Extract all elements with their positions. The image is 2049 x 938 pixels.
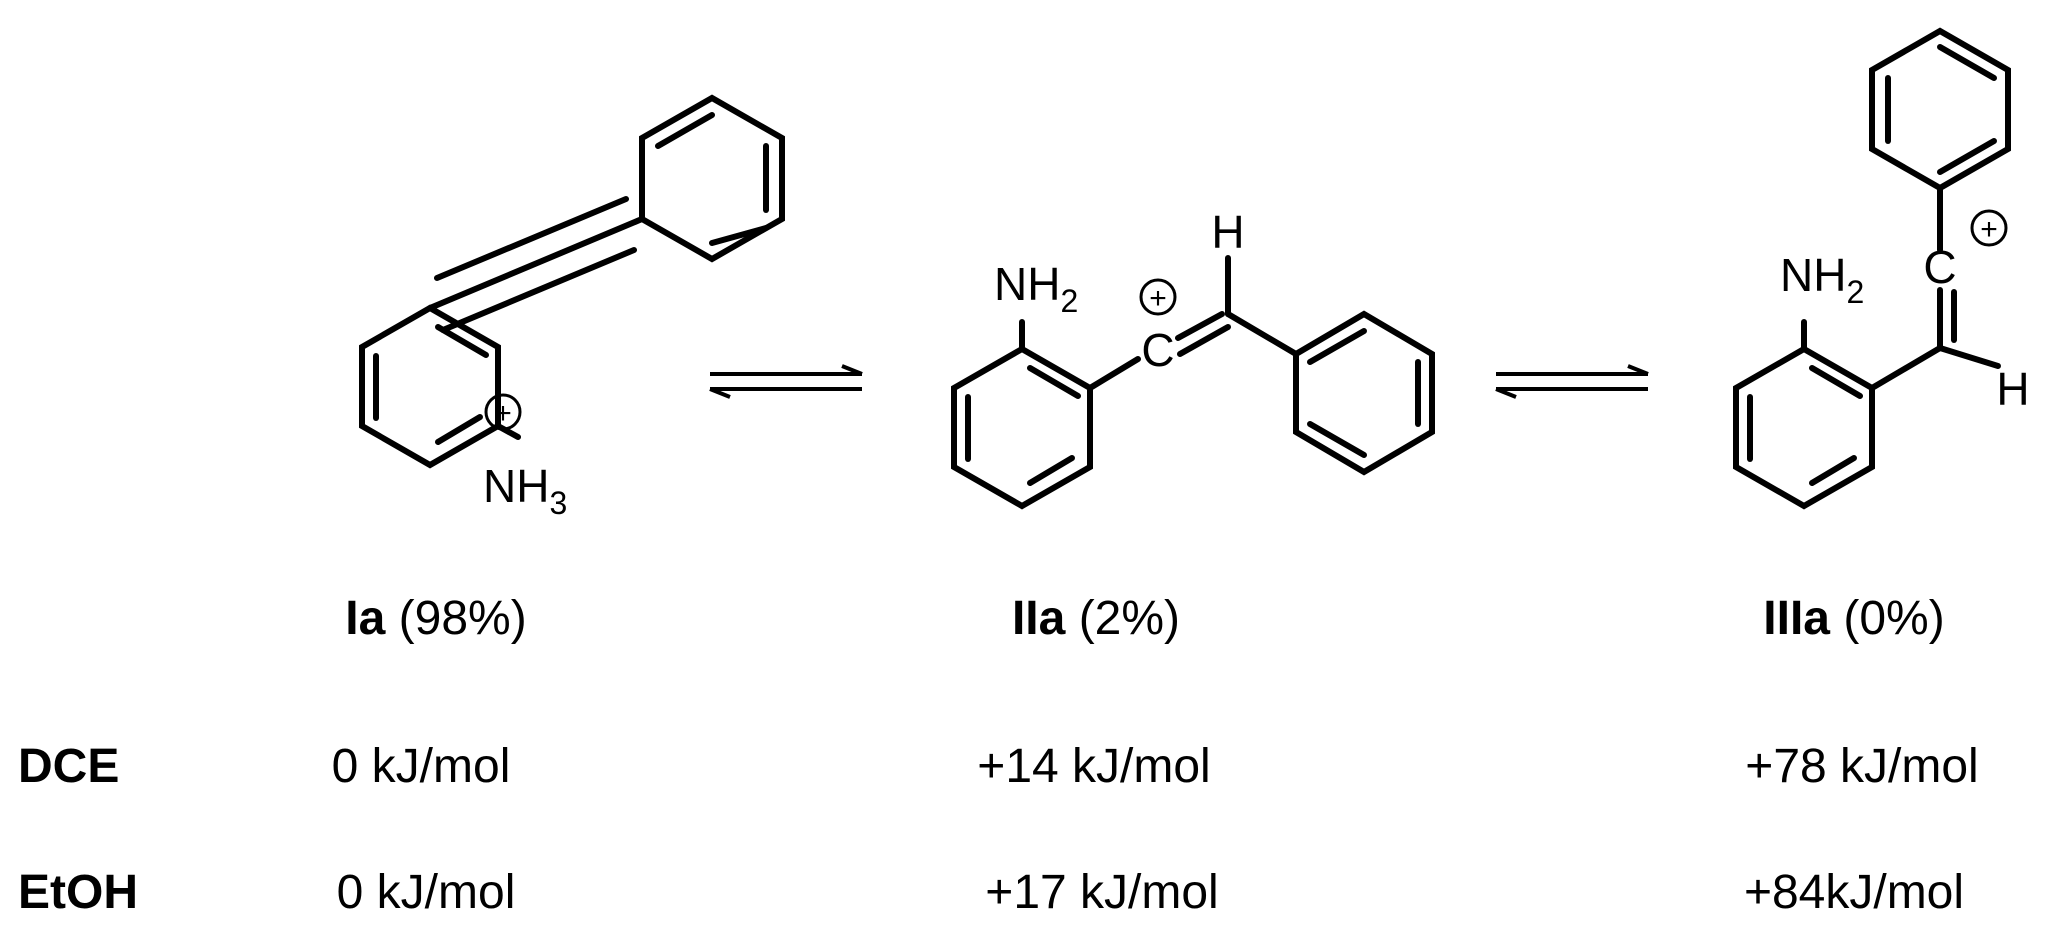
charge-symbol: + [1149, 282, 1167, 315]
structure-iia [951, 255, 1435, 510]
alkyne-bond [427, 216, 645, 311]
energy-value: +14 kJ/mol [977, 740, 1210, 793]
equilibrium-arrow-2 [1495, 364, 1649, 399]
compound-label-iiia: IIIa (0%) [1763, 592, 1944, 645]
structure-ia [359, 94, 785, 469]
charge-symbol: + [494, 397, 512, 430]
nitrogen-label-ia: NH3 [483, 460, 567, 521]
hydrogen-label-iia: H [1211, 206, 1244, 258]
benzene-ring-iiia-aniline [1733, 345, 1875, 510]
benzene-ring-ia-phenyl [639, 94, 785, 263]
nitrogen-label-iia: NH2 [994, 258, 1078, 319]
charge-plus-icon [484, 393, 522, 431]
energy-value: +17 kJ/mol [985, 866, 1218, 919]
ammonium-group: + NH3 [483, 393, 567, 521]
energy-row-dce: DCE 0 kJ/mol +14 kJ/mol +78 kJ/mol [18, 740, 1979, 793]
atoms-iia: NH2 + C H [994, 206, 1245, 376]
equilibrium-arrow-1 [709, 364, 863, 399]
atoms-iiia: NH2 + C H [1780, 209, 2030, 415]
charge-plus-icon [1139, 278, 1177, 316]
structure-iiia [1733, 27, 2011, 510]
solvent-label: EtOH [18, 866, 138, 919]
charge-plus-icon [1970, 209, 2008, 247]
solvent-label: DCE [18, 740, 119, 793]
carbocation-label-iia: C [1141, 324, 1174, 376]
benzene-ring-iia-aniline [951, 345, 1093, 510]
hydrogen-label-iiia: H [1996, 363, 2029, 415]
charge-symbol: + [1980, 213, 1998, 246]
benzene-ring-ia-aniline [359, 304, 501, 469]
energy-value: +78 kJ/mol [1745, 740, 1978, 793]
benzene-ring-iia-phenyl [1293, 310, 1435, 476]
energy-value: 0 kJ/mol [337, 866, 516, 919]
energy-row-etoh: EtOH 0 kJ/mol +17 kJ/mol +84kJ/mol [18, 866, 1964, 919]
compound-label-ia: Ia (98%) [345, 592, 526, 645]
carbocation-label-iiia: C [1923, 241, 1956, 293]
benzene-ring-iiia-phenyl [1869, 27, 2011, 192]
compound-label-iia: IIa (2%) [1012, 592, 1180, 645]
nitrogen-label-iiia: NH2 [1780, 249, 1864, 310]
energy-value: 0 kJ/mol [332, 740, 511, 793]
energy-value: +84kJ/mol [1744, 866, 1964, 919]
